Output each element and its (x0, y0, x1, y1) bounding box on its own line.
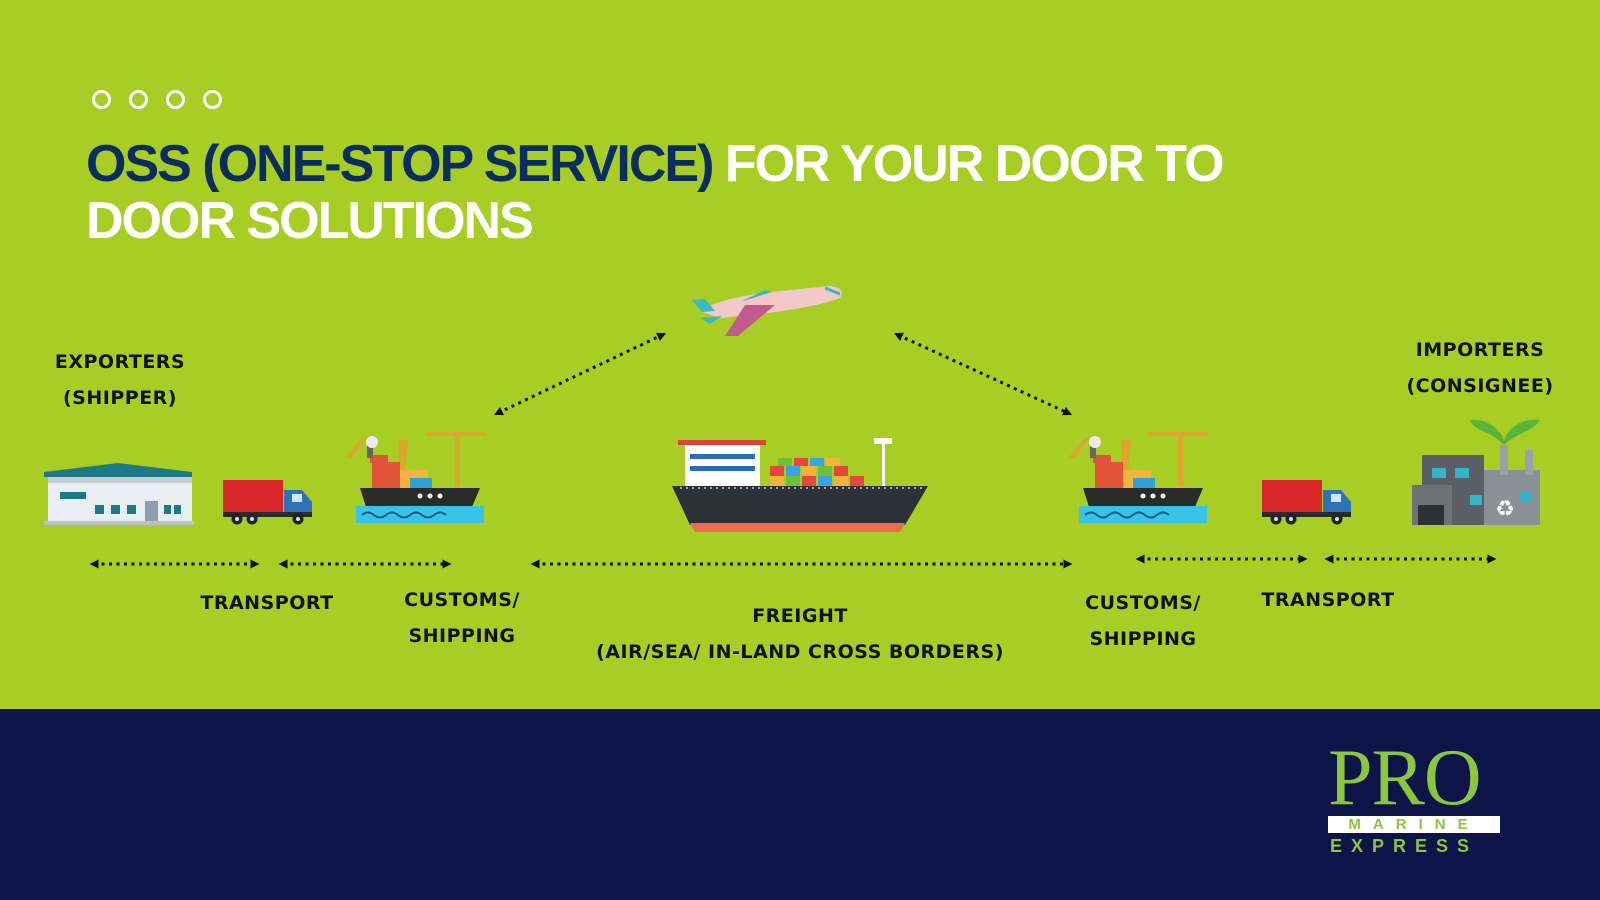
customs-right-label: CUSTOMS/ SHIPPING (1068, 585, 1218, 657)
logo-express-text: EXPRESS (1330, 836, 1479, 856)
truck-icon (1262, 480, 1351, 525)
decorative-dots (92, 90, 222, 109)
importers-label: IMPORTERS (CONSIGNEE) (1395, 332, 1565, 404)
transport-left-label: TRANSPORT (200, 592, 334, 614)
importers-line1: IMPORTERS (1415, 339, 1545, 361)
top-panel (0, 0, 1600, 709)
customs-left-line1: CUSTOMS/ (404, 589, 520, 611)
title-rest: FOR YOUR DOOR TO DOOR SOLUTIONS (86, 135, 1225, 250)
exporters-line2: (SHIPPER) (63, 387, 177, 409)
importers-line2: (CONSIGNEE) (1406, 375, 1554, 397)
freight-label: FREIGHT (AIR/SEA/ IN-LAND CROSS BORDERS) (560, 598, 1040, 670)
port-icon (345, 432, 485, 523)
arrow-air-left (493, 332, 667, 416)
dot-icon (203, 90, 222, 109)
company-logo: PRO MARINE EXPRESS (1320, 738, 1510, 858)
dot-icon (92, 90, 111, 109)
port-icon (1068, 432, 1208, 523)
customs-right-line2: SHIPPING (1089, 628, 1197, 650)
customs-left-label: CUSTOMS/ SHIPPING (387, 582, 537, 654)
bottom-panel (0, 709, 1600, 900)
page-title: OSS (ONE-STOP SERVICE) FOR YOUR DOOR TO … (86, 136, 1286, 250)
logo-pro-text: PRO (1328, 734, 1482, 822)
dot-icon (129, 90, 148, 109)
customs-left-line2: SHIPPING (408, 625, 516, 647)
truck-icon (223, 480, 312, 525)
factory-icon: ♻ (1412, 419, 1540, 525)
arrow-air-right (893, 332, 1073, 416)
title-highlight: OSS (ONE-STOP SERVICE) (86, 135, 714, 193)
freight-line2: (AIR/SEA/ IN-LAND CROSS BORDERS) (596, 641, 1004, 663)
cargo-ship-icon (672, 438, 928, 532)
exporters-label: EXPORTERS (SHIPPER) (40, 344, 200, 416)
flow-arrows (89, 332, 1497, 569)
warehouse-icon (44, 463, 194, 525)
transport-right-label: TRANSPORT (1261, 589, 1395, 611)
customs-right-line1: CUSTOMS/ (1085, 592, 1201, 614)
exporters-line1: EXPORTERS (54, 351, 186, 373)
freight-line1: FREIGHT (752, 605, 848, 627)
svg-text:♻: ♻ (1495, 497, 1515, 522)
logo-marine-text: MARINE (1328, 816, 1500, 833)
dot-icon (166, 90, 185, 109)
airplane-icon (692, 286, 842, 336)
logistics-diagram: ♻ (44, 286, 1540, 569)
